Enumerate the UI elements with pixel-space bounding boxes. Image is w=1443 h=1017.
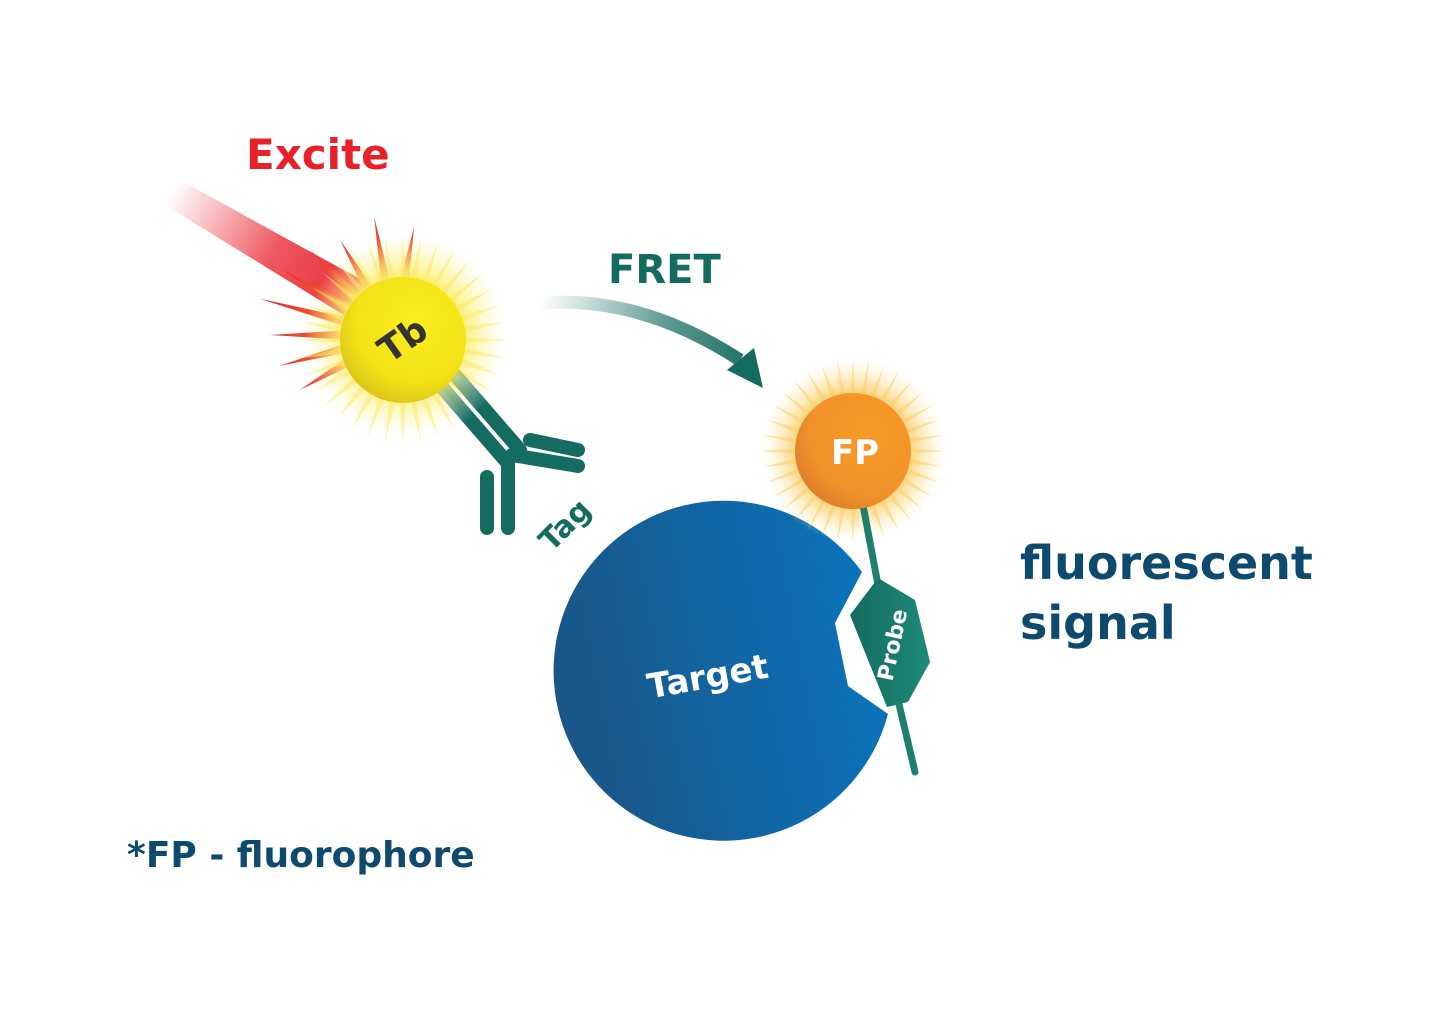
glow-ray: [312, 367, 353, 393]
glow-ray: [461, 321, 507, 333]
glow-ray: [322, 376, 360, 408]
target-protein: [553, 500, 888, 841]
glow-ray: [886, 491, 913, 522]
tb-donor: [340, 277, 466, 403]
glow-ray: [793, 380, 820, 411]
signal-label-line2: signal: [1020, 596, 1176, 650]
antibody-icon: [433, 368, 585, 535]
glow-ray: [906, 457, 944, 467]
glow-ray: [762, 435, 800, 445]
glow-ray: [837, 504, 847, 542]
footnote: *FP - fluorophore: [127, 835, 475, 876]
glow-ray: [850, 505, 856, 543]
glow-ray: [906, 435, 944, 445]
glow-ray: [903, 419, 940, 435]
glow-ray: [859, 360, 869, 398]
glow-ray: [878, 497, 899, 531]
glow-ray: [893, 484, 924, 511]
glow-ray: [453, 367, 494, 393]
signal-label-line1: fluorescent: [1020, 536, 1313, 590]
glow-ray: [807, 371, 828, 405]
fret-label: FRET: [608, 247, 721, 293]
glow-ray: [400, 235, 406, 281]
glow-ray: [400, 399, 406, 445]
glow-ray: [773, 405, 807, 426]
glow-ray: [335, 259, 367, 297]
glow-ray: [335, 383, 367, 421]
glow-ray: [312, 287, 353, 313]
glow-ray: [298, 337, 344, 343]
glow-ray: [446, 272, 484, 304]
glow-ray: [850, 359, 856, 397]
glow-ray: [384, 236, 396, 282]
glow-ray: [899, 476, 933, 497]
glow-ray: [782, 391, 813, 418]
glow-ray: [420, 395, 439, 439]
glow-ray: [761, 448, 799, 454]
glow-ray: [903, 467, 940, 483]
glow-ray: [350, 390, 376, 431]
fp-acceptor: [795, 393, 911, 509]
glow-ray: [367, 241, 386, 285]
excite-label: Excite: [246, 130, 390, 179]
glow-ray: [773, 476, 807, 497]
glow-ray: [461, 347, 507, 359]
glow-ray: [430, 390, 456, 431]
glow-ray: [766, 467, 803, 483]
glow-ray: [762, 457, 800, 467]
glow-ray: [837, 360, 847, 398]
glow-ray: [420, 241, 439, 285]
glow-ray: [458, 304, 502, 323]
glow-ray: [439, 259, 471, 297]
glow-ray: [384, 398, 396, 444]
glow-ray: [458, 357, 502, 376]
glow-ray: [821, 501, 837, 538]
glow-ray: [869, 501, 885, 538]
glow-ray: [793, 491, 820, 522]
glow-ray: [304, 304, 348, 323]
glow-ray: [782, 484, 813, 511]
glow-ray: [350, 249, 376, 290]
probe-molecule: [850, 578, 930, 707]
probe-linker: [859, 501, 919, 776]
glow-ray: [430, 249, 456, 290]
glow-ray: [453, 287, 494, 313]
glow-ray: [821, 364, 837, 401]
glow-ray: [893, 391, 924, 418]
fp-glow-icon: [761, 358, 945, 543]
glow-ray: [367, 395, 386, 439]
glow-ray: [907, 448, 945, 454]
glow-ray: [322, 272, 360, 304]
fp-label: FP: [831, 433, 879, 473]
glow-ray: [299, 321, 345, 333]
glow-ray: [462, 337, 508, 343]
glow-ray: [766, 419, 803, 435]
glow-ray: [869, 364, 885, 401]
glow-ray: [299, 347, 345, 359]
glow-ray: [886, 380, 913, 411]
tag-label: Tag: [532, 492, 598, 558]
glow-ray: [899, 405, 933, 426]
glow-ray: [410, 236, 422, 282]
glow-ray: [304, 357, 348, 376]
glow-ray: [410, 398, 422, 444]
glow-ray: [807, 497, 828, 531]
fret-arrow-icon: [539, 295, 763, 388]
glow-ray: [878, 371, 899, 405]
